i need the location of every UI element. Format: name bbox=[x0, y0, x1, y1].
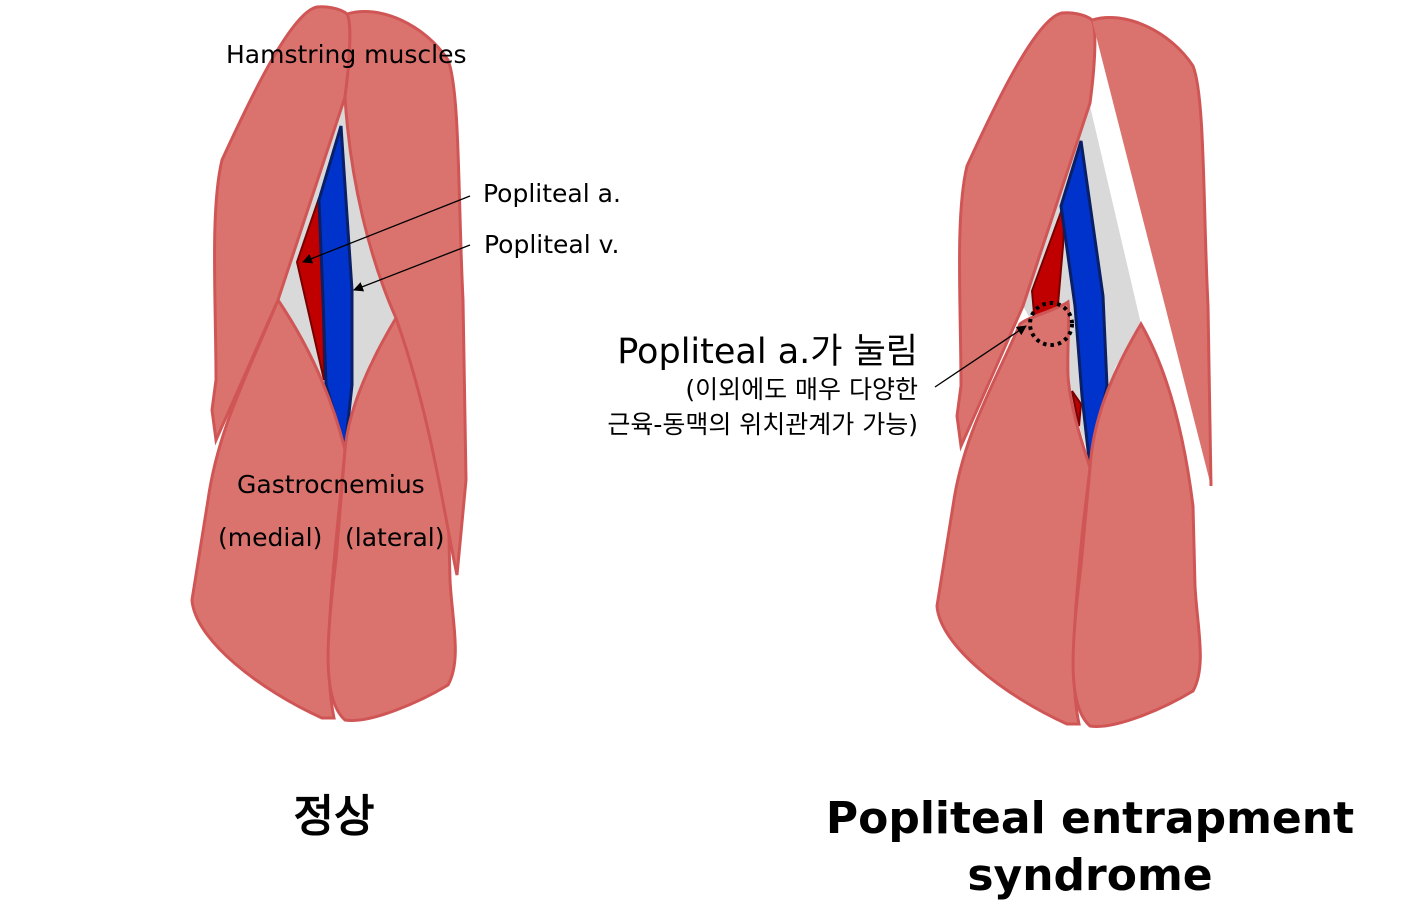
arrow-popliteal-v bbox=[353, 244, 471, 292]
entrapment-leg-figure bbox=[934, 11, 1213, 728]
hamstring-medial bbox=[955, 11, 1097, 452]
title-entrapment-line1: Popliteal entrapment bbox=[825, 793, 1355, 844]
title-entrapment-line2: syndrome bbox=[967, 850, 1213, 902]
title-entrapment: Popliteal entrapment syndrome bbox=[820, 790, 1360, 904]
label-lateral: (lateral) bbox=[345, 523, 445, 552]
label-hamstring-muscles: Hamstring muscles bbox=[226, 40, 467, 69]
label-medial: (medial) bbox=[218, 523, 323, 552]
popliteal-vein bbox=[1059, 140, 1109, 469]
label-popliteal-vein: Popliteal v. bbox=[484, 230, 620, 259]
label-artery-compressed: Popliteal a.가 눌림 bbox=[617, 332, 918, 372]
normal-leg-figure bbox=[190, 5, 471, 722]
gastrocnemius-medial bbox=[190, 296, 347, 720]
gastrocnemius-lateral bbox=[1071, 321, 1202, 728]
title-normal: 정상 bbox=[293, 791, 375, 842]
popliteal-artery-distal bbox=[1071, 390, 1083, 427]
label-popliteal-artery: Popliteal a. bbox=[483, 179, 621, 208]
label-gastrocnemius: Gastrocnemius bbox=[237, 470, 425, 499]
compression-circle bbox=[1028, 301, 1074, 347]
hamstring-lateral bbox=[1091, 16, 1213, 487]
hamstring-lateral bbox=[343, 10, 468, 576]
label-note-line2: 근육-동맥의 위치관계가 가능) bbox=[607, 410, 918, 439]
label-note-line1: (이외에도 매우 다양한 bbox=[685, 375, 918, 404]
arrow-compression bbox=[934, 325, 1027, 388]
arrow-popliteal-a bbox=[302, 195, 471, 264]
